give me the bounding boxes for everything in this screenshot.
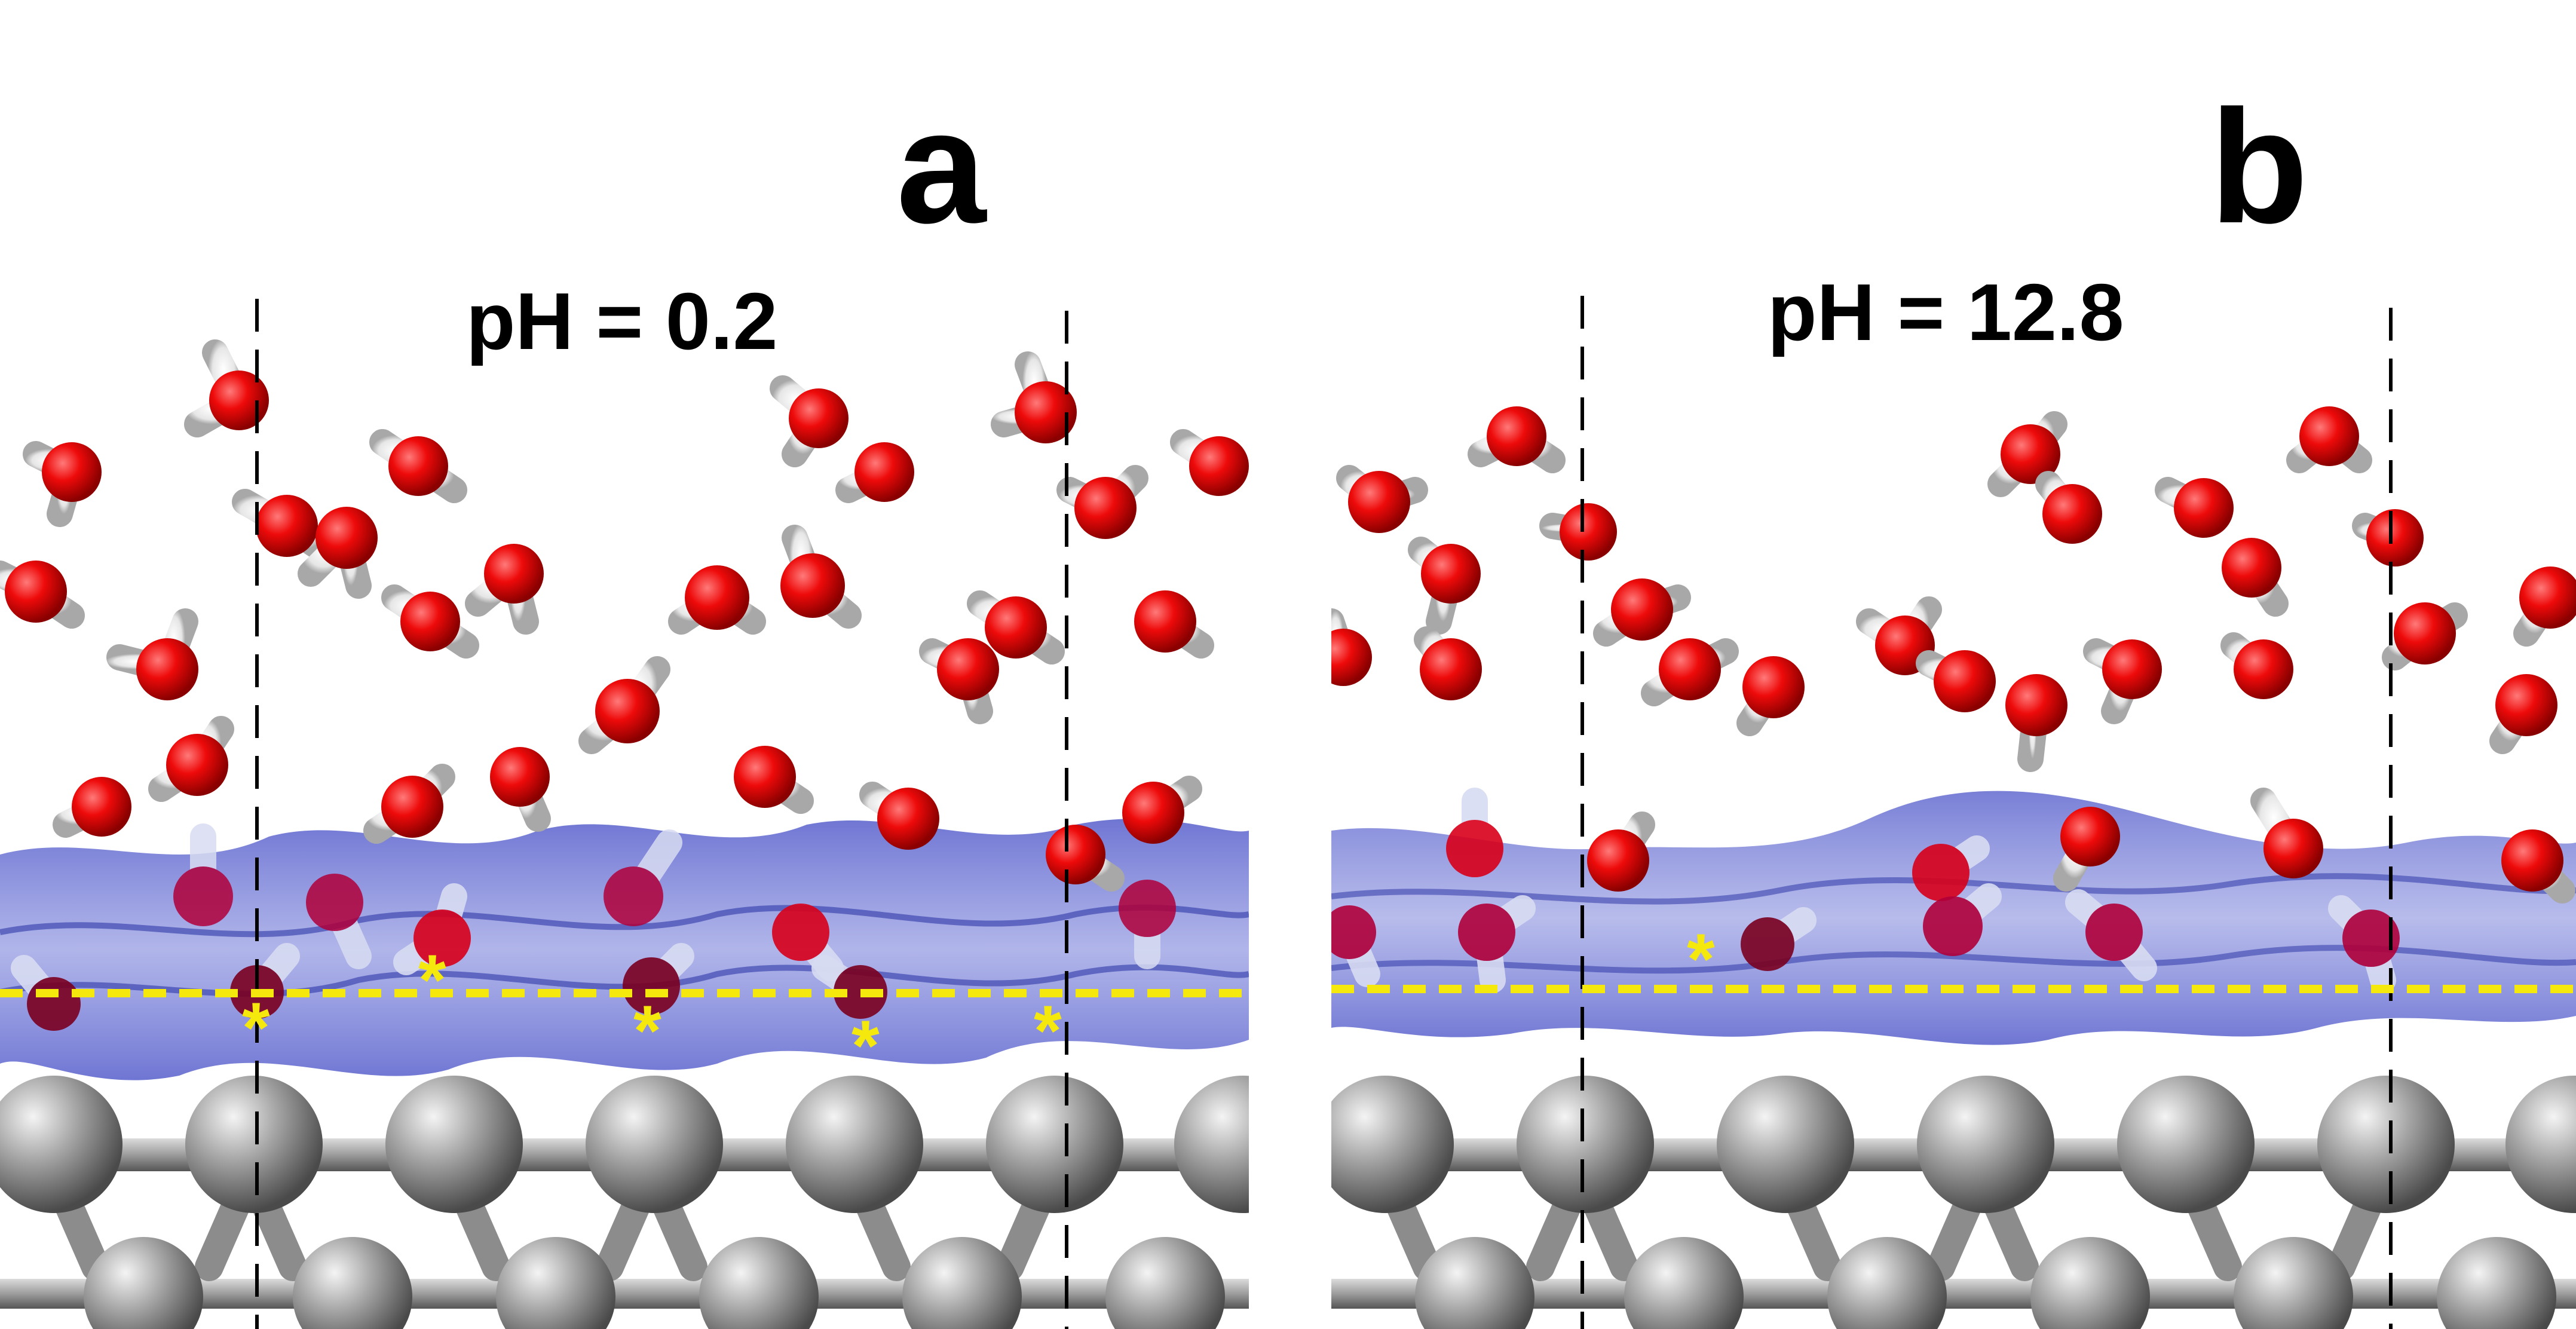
panel-a: * * * * * a pH = 0.2 xyxy=(0,0,1249,1329)
reference-lines xyxy=(0,299,1249,1329)
panel-b-scene xyxy=(1331,296,2576,1329)
metal-atom-sphere xyxy=(1331,1076,2576,1329)
water-molecule-icon xyxy=(1468,406,1566,473)
water-molecule-icon xyxy=(1046,825,1125,892)
water-molecule-icon xyxy=(1122,776,1202,844)
water-molecule-icon xyxy=(1923,883,2002,956)
water-molecule-icon xyxy=(490,747,551,832)
water-molecule-icon xyxy=(148,716,234,802)
water-molecules xyxy=(0,339,1249,1031)
water-molecule-icon xyxy=(604,829,682,926)
reference-lines xyxy=(1331,296,2576,1329)
water-molecule-icon xyxy=(1587,812,1655,892)
asterisk-marker: * xyxy=(242,988,270,1068)
water-molecule-icon xyxy=(2250,788,2323,878)
water-molecule-icon xyxy=(1331,905,1380,987)
asterisk-marker: * xyxy=(633,991,661,1071)
asterisk-marker: * xyxy=(851,1006,880,1086)
water-molecule-icon xyxy=(1414,626,1482,700)
water-molecule-icon xyxy=(835,442,914,503)
water-molecule-icon xyxy=(393,883,471,975)
ph-label: pH = 0.2 xyxy=(466,276,778,366)
water-molecule-icon xyxy=(770,375,849,467)
water-molecule-icon xyxy=(991,351,1077,443)
water-molecule-icon xyxy=(2083,638,2162,724)
water-molecule-icon xyxy=(173,823,233,926)
water-molecule-icon xyxy=(1916,650,1996,712)
water-molecule-icon xyxy=(2513,566,2576,647)
water-molecule-icon xyxy=(2053,807,2120,892)
water-molecule-icon xyxy=(306,874,372,969)
water-molecule-icon xyxy=(2489,674,2557,754)
water-molecule-icon xyxy=(1119,880,1176,969)
water-molecule-icon xyxy=(2328,895,2400,993)
asterisk-marker: * xyxy=(1034,991,1062,1071)
water-molecule-icon xyxy=(1736,656,1805,736)
panel-letter: a xyxy=(896,77,987,257)
water-molecule-icon xyxy=(2005,674,2067,772)
water-molecule-icon xyxy=(2155,477,2234,538)
water-molecule-icon xyxy=(369,429,467,503)
water-molecule-icon xyxy=(1408,537,1481,635)
metal-slab xyxy=(1331,1076,2576,1329)
water-molecule-icon xyxy=(1539,503,1617,561)
water-molecule-icon xyxy=(106,608,198,700)
water-molecule-icon xyxy=(1987,411,2067,497)
water-molecule-icon xyxy=(2065,889,2157,981)
water-molecule-icon xyxy=(465,544,544,635)
water-molecule-icon xyxy=(1056,465,1148,539)
water-molecules xyxy=(1331,406,2576,993)
water-molecule-icon xyxy=(623,943,694,1015)
asterisk-marker: * xyxy=(1687,919,1715,999)
water-molecule-icon xyxy=(23,441,102,527)
water-molecule-icon xyxy=(2382,602,2468,670)
water-molecule-icon xyxy=(381,584,479,659)
water-molecule-icon xyxy=(2035,471,2102,544)
water-molecule-icon xyxy=(1134,590,1214,659)
panel-a-scene xyxy=(0,299,1249,1329)
water-molecule-icon xyxy=(1912,835,1990,901)
water-molecule-icon xyxy=(1593,578,1691,647)
water-molecule-icon xyxy=(184,339,269,437)
water-molecule-icon xyxy=(2352,509,2424,566)
water-molecule-icon xyxy=(668,565,766,635)
metal-slab xyxy=(0,1076,1249,1329)
water-molecule-icon xyxy=(1336,465,1428,533)
water-molecule-icon xyxy=(1170,429,1249,496)
water-molecule-icon xyxy=(53,777,131,838)
water-molecule-icon xyxy=(1331,608,1372,686)
water-molecule-icon xyxy=(2501,829,2575,904)
water-molecule-icon xyxy=(2222,538,2289,617)
water-molecule-icon xyxy=(1458,895,1536,993)
water-molecule-icon xyxy=(734,746,814,814)
water-molecule-icon xyxy=(967,590,1065,664)
water-molecule-icon xyxy=(1741,907,1817,971)
metal-atom-sphere xyxy=(0,1076,1249,1329)
water-molecule-icon xyxy=(578,656,670,754)
panel-letter: b xyxy=(2210,77,2308,257)
water-molecule-icon xyxy=(363,764,455,844)
water-molecule-icon xyxy=(2220,632,2293,699)
water-molecule-icon xyxy=(2286,406,2372,473)
water-molecule-icon xyxy=(1641,638,1739,706)
water-molecule-icon xyxy=(780,525,862,629)
water-molecule-icon xyxy=(859,782,939,850)
asterisk-marker: * xyxy=(418,940,446,1020)
water-molecule-icon xyxy=(1446,788,1503,877)
water-molecule-icon xyxy=(0,561,85,629)
panel-b: * b pH = 12.8 xyxy=(1331,0,2576,1329)
ph-label: pH = 12.8 xyxy=(1768,267,2124,357)
water-molecule-icon xyxy=(919,638,999,724)
water-molecule-icon xyxy=(298,507,378,599)
